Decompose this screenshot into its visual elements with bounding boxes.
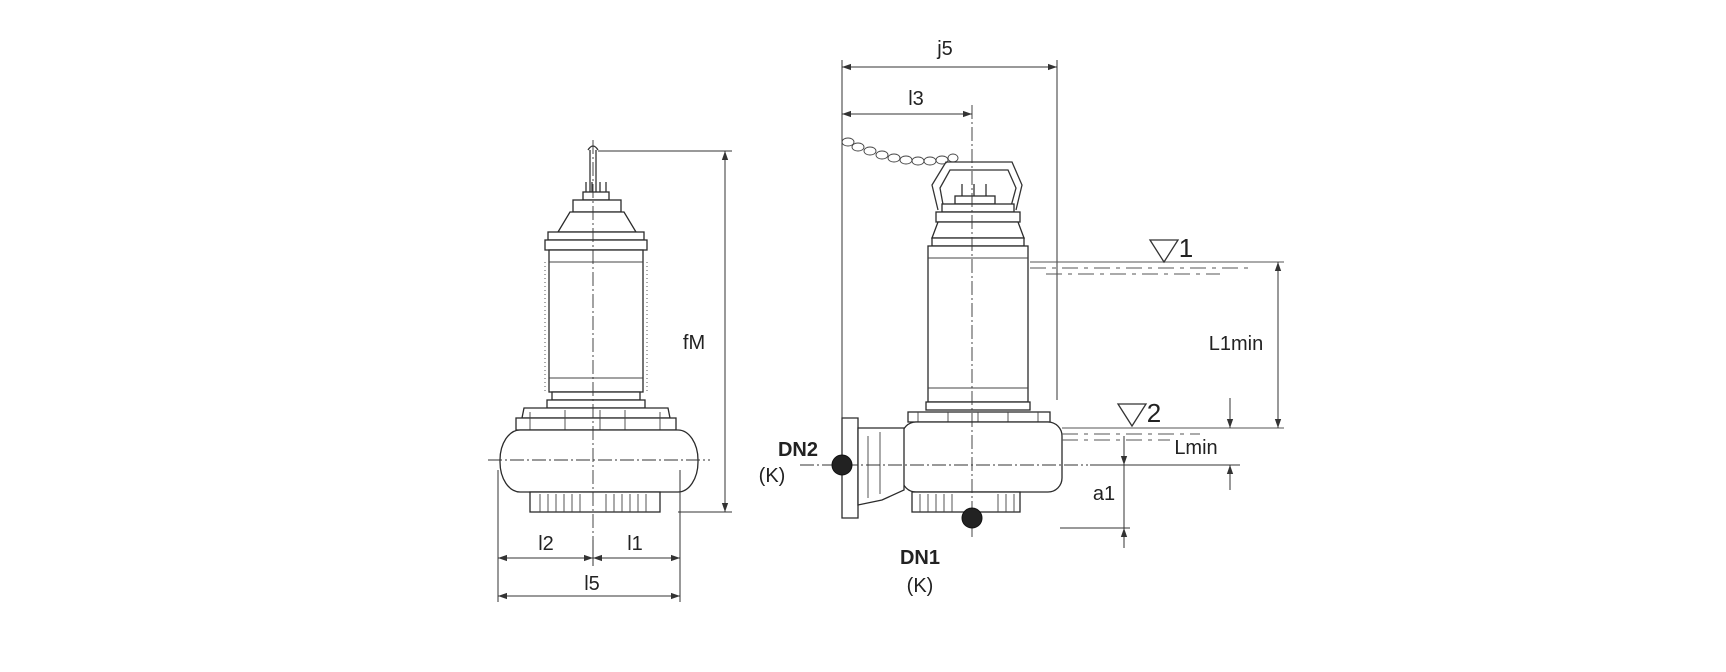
water-level-2-symbol [1116, 403, 1148, 428]
dimension-label-j5: j5 [936, 38, 953, 60]
dimension-label-L1min: L1min [1209, 333, 1263, 355]
water-level-2-label: 2 [1147, 398, 1161, 428]
dimension-j5: j5 [841, 38, 1058, 418]
dimension-label-l2: l2 [538, 533, 554, 555]
motor-top-cap-side [931, 221, 1025, 239]
port-dn1: DN1 (K) [900, 507, 983, 597]
lifting-chain [841, 137, 959, 166]
pump-side-view [800, 105, 1088, 540]
motor-housing-side [927, 245, 1029, 403]
volute-casing [499, 429, 699, 493]
dimension-a1: a1 [1060, 436, 1130, 548]
dimension-label-a1: a1 [1093, 483, 1115, 505]
water-level-1-symbol [1148, 239, 1180, 264]
motor-top-cap [556, 211, 638, 233]
dn1-port-marker [961, 507, 983, 529]
dimension-label-l5: l5 [584, 573, 600, 595]
base-stand [529, 491, 661, 513]
dimension-L1min: L1min [1209, 262, 1282, 428]
motor-housing [548, 249, 644, 393]
motor-flange [521, 407, 671, 419]
motor-flange-side [907, 411, 1051, 423]
cable-rod [572, 145, 622, 213]
volute-casing-side [901, 421, 1063, 493]
dimension-fM: fM [598, 150, 732, 513]
dimension-label-l3: l3 [908, 88, 924, 110]
port-dn2: DN2 (K) [759, 439, 853, 487]
port-label-dn1: DN1 [900, 547, 940, 569]
water-level-1: 1 [1030, 233, 1284, 275]
port-sub-label-dn1: (K) [907, 575, 934, 597]
dimension-label-Lmin: Lmin [1174, 437, 1217, 459]
water-level-1-label: 1 [1179, 233, 1193, 263]
water-level-2: 2 [1062, 398, 1284, 441]
dimension-label-fM: fM [683, 332, 705, 354]
port-label-dn2: DN2 [778, 439, 818, 461]
port-sub-label-dn2: (K) [759, 465, 786, 487]
dn2-port-marker [831, 454, 853, 476]
dimension-l1-l2-l5: l2 l1 l5 [497, 470, 681, 602]
lifting-handle [931, 161, 1023, 211]
dimension-label-l1: l1 [627, 533, 643, 555]
dimension-l3: l3 [842, 88, 972, 118]
pump-front-view [488, 140, 710, 540]
dimension-Lmin: Lmin [1090, 398, 1240, 490]
